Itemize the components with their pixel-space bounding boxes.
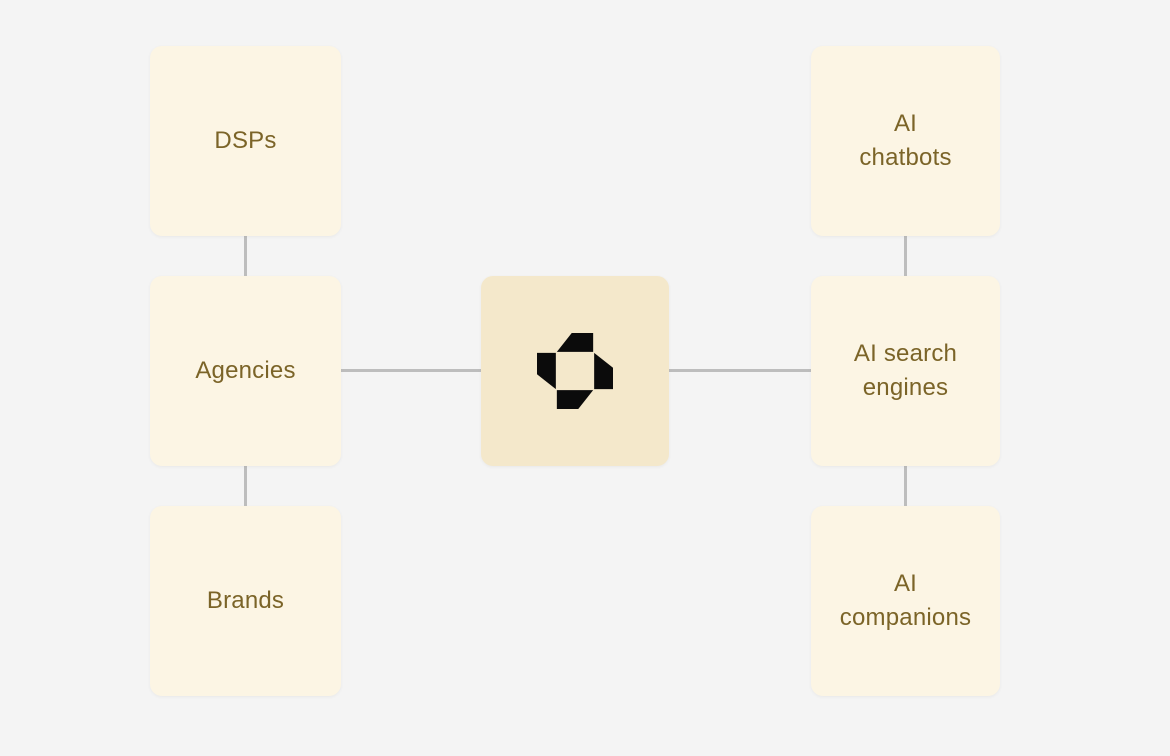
connector-chatbots-search — [904, 236, 907, 276]
node-agencies: Agencies — [150, 276, 341, 466]
node-ai-search-engines: AI search engines — [811, 276, 1000, 466]
pinwheel-logo-icon — [537, 333, 613, 409]
connector-agencies-center — [341, 369, 481, 372]
node-center-logo — [481, 276, 669, 466]
node-ai-companions: AI companions — [811, 506, 1000, 696]
node-ai-companions-label: AI companions — [839, 569, 972, 631]
connector-agencies-brands — [244, 466, 247, 506]
node-dsps-label: DSPs — [214, 126, 277, 154]
node-ai-chatbots: AI chatbots — [811, 46, 1000, 236]
connector-center-search — [669, 369, 811, 372]
node-ai-search-engines-label: AI search engines — [853, 339, 958, 401]
connector-search-companions — [904, 466, 907, 506]
node-brands-label: Brands — [206, 586, 285, 614]
node-ai-chatbots-label: AI chatbots — [859, 109, 952, 171]
node-brands: Brands — [150, 506, 341, 696]
node-dsps: DSPs — [150, 46, 341, 236]
node-agencies-label: Agencies — [195, 356, 296, 384]
connector-dsps-agencies — [244, 236, 247, 276]
